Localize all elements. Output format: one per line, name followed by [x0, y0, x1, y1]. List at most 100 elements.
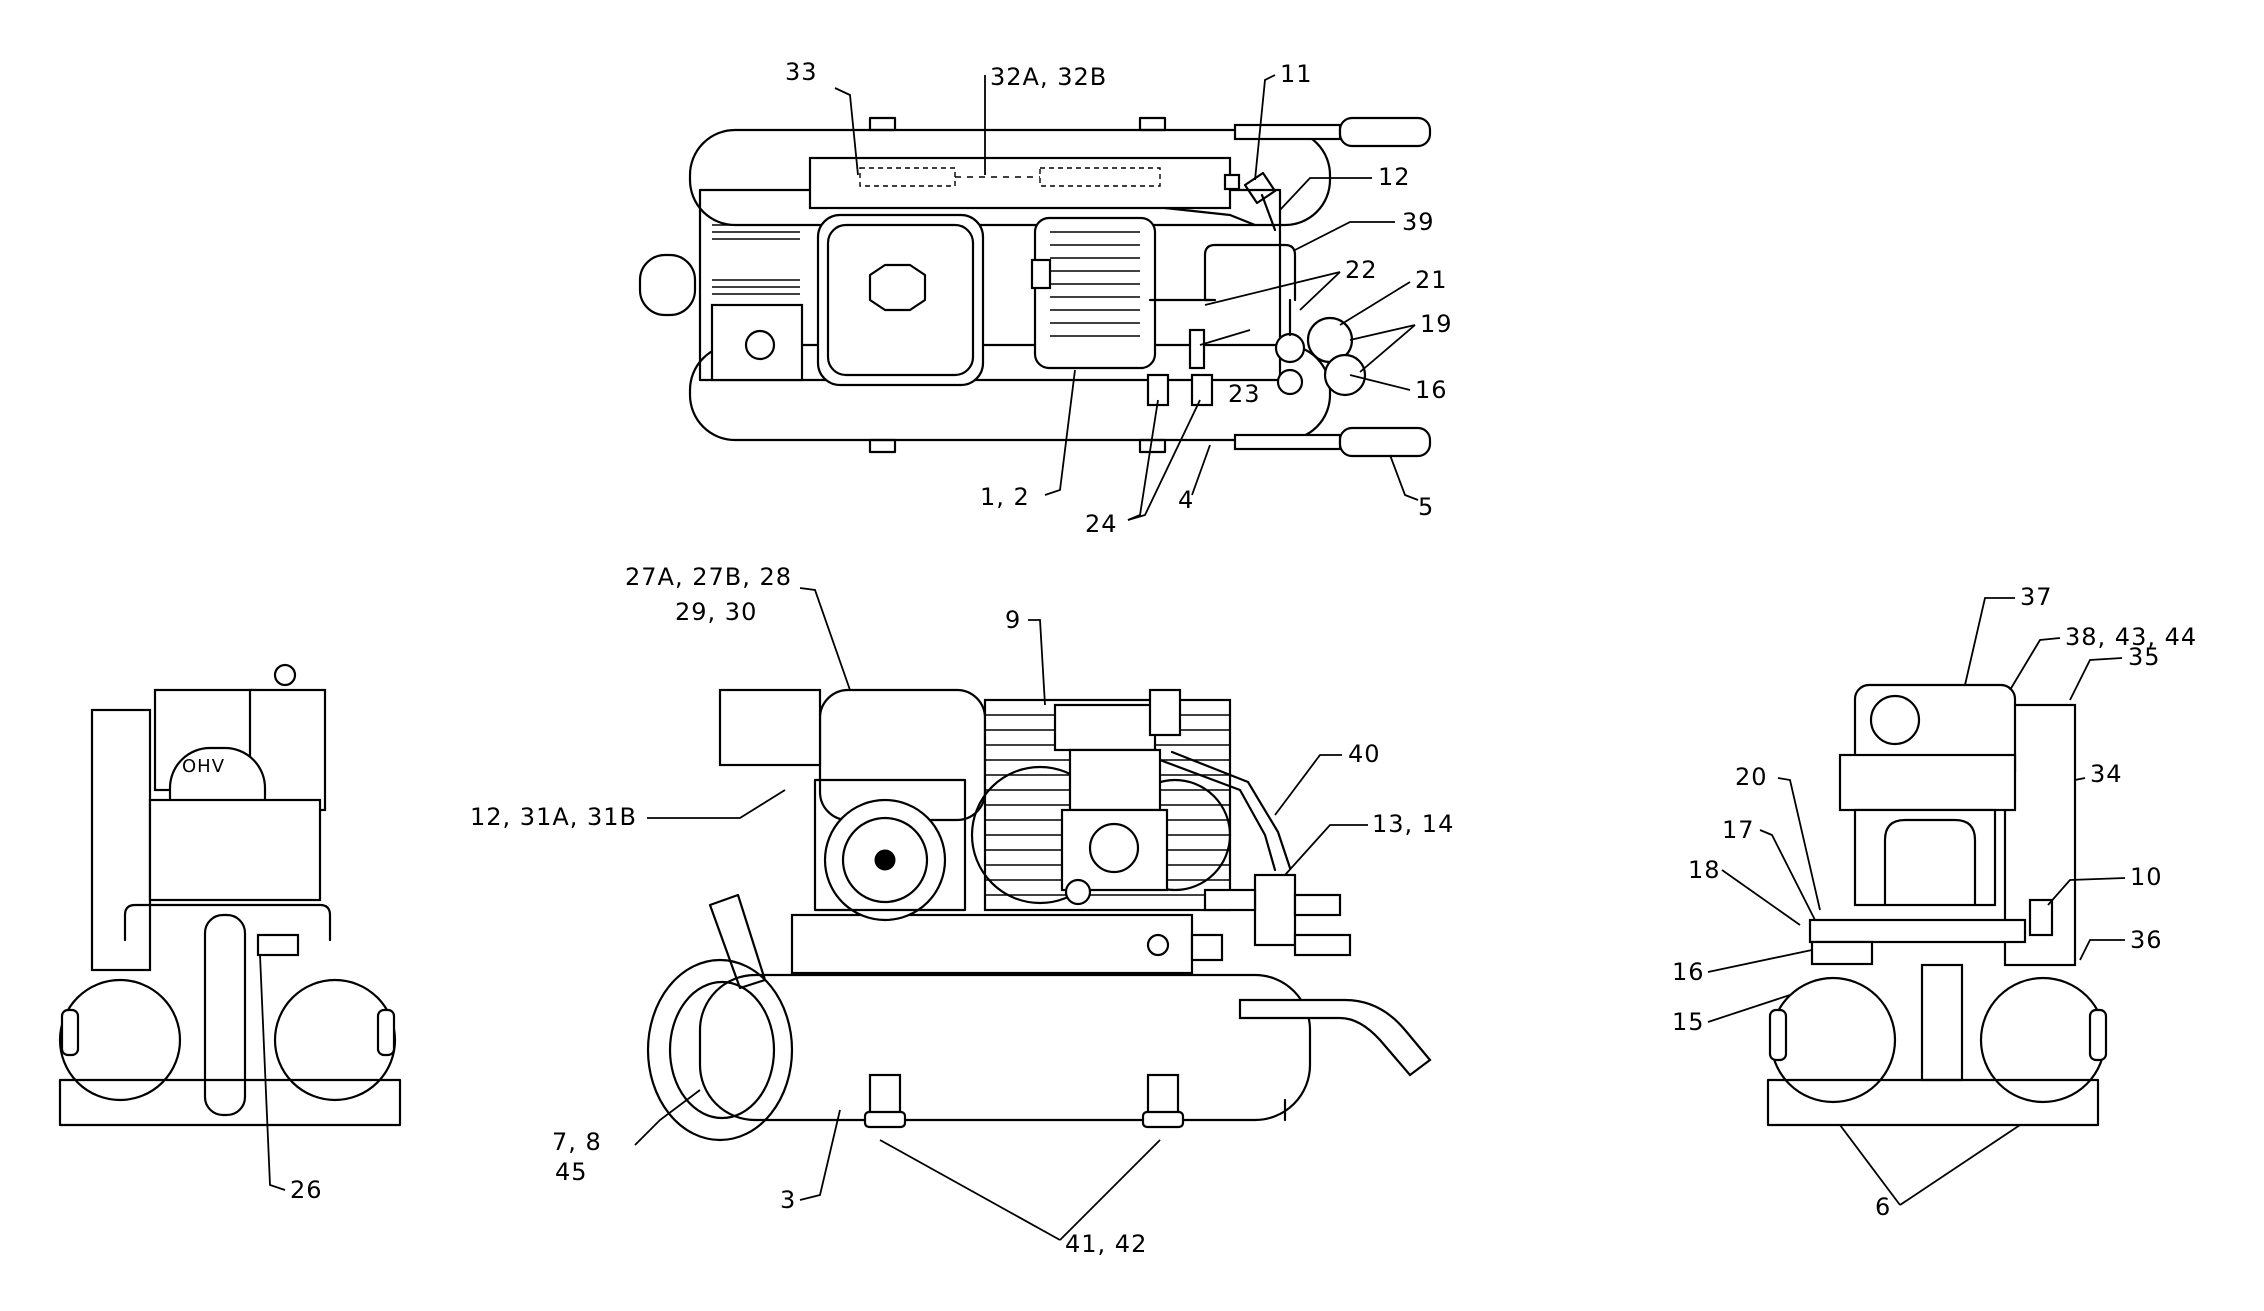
right-view-pump-arch [1883, 818, 1977, 907]
front-view-base-bolt [1146, 933, 1170, 957]
right-view-base [1766, 1078, 2100, 1127]
callout-23: 23 [1228, 380, 1261, 408]
callout-5: 5 [1418, 493, 1434, 521]
callout-3: 3 [780, 1186, 796, 1214]
top-foot-3 [868, 438, 897, 454]
right-view-manifold-bar [1808, 918, 2027, 944]
callout-41-42: 41, 42 [1065, 1230, 1147, 1258]
callout-33: 33 [785, 58, 818, 86]
front-view-pressure-switch [1190, 933, 1224, 962]
top-view-discharge-tube [1203, 243, 1297, 302]
front-view-manifold [1253, 873, 1297, 947]
left-view-pump [148, 798, 322, 902]
top-view-wheel [638, 253, 697, 317]
callout-21: 21 [1415, 266, 1448, 294]
front-view-hose-grip [708, 893, 767, 990]
front-view-discharge-tube-2 [1170, 750, 1292, 870]
left-view-handle-frame [123, 903, 332, 942]
front-view-outlet-lower [1293, 933, 1352, 957]
callout-27a-27b-28: 27A, 27B, 28 [625, 563, 792, 591]
top-view-engine [816, 213, 985, 387]
top-view-check-line [1163, 206, 1257, 227]
top-view-fitting-24-b [1190, 373, 1214, 407]
front-view-air-filter [718, 688, 822, 767]
callout-1-2: 1, 2 [980, 483, 1030, 511]
pump-intake [1030, 258, 1052, 290]
front-view-discharge-tube [1158, 758, 1277, 872]
callout-13-14: 13, 14 [1372, 810, 1454, 838]
front-view-pump-cylinder [1068, 748, 1162, 812]
callout-35: 35 [2128, 643, 2161, 671]
right-view-bumper-right [2088, 1008, 2108, 1062]
left-view-cap [273, 663, 297, 687]
callout-11: 11 [1280, 60, 1313, 88]
callout-7-8: 7, 8 [552, 1128, 602, 1156]
top-view-coupler [1276, 368, 1304, 396]
front-view-tank [698, 973, 1312, 1122]
top-view-cooling-fins [712, 224, 800, 295]
left-view-fitting-26 [256, 933, 300, 957]
top-foot-2 [1138, 116, 1167, 132]
leader-lines [259, 74, 2126, 1241]
callout-12-top: 12 [1378, 163, 1411, 191]
top-view-pump-head [1033, 216, 1157, 370]
pump-head-fins [1050, 231, 1140, 337]
callout-15: 15 [1672, 1008, 1705, 1036]
top-view-handle-grip-lower [1338, 426, 1432, 458]
callout-32a-32b: 32A, 32B [990, 63, 1107, 91]
front-view-handle [1238, 998, 1432, 1077]
top-view-engine-inner [826, 223, 975, 377]
top-view-belt-guard [808, 156, 1232, 210]
left-view-belt-guard [90, 708, 152, 972]
front-view [646, 688, 1432, 1142]
front-view-foot-pad-left [863, 1110, 907, 1129]
left-end-view [58, 663, 402, 1127]
front-view-hose-coil-inner [668, 980, 776, 1120]
top-foot-4 [1138, 438, 1167, 454]
front-view-pump-drain [1064, 878, 1092, 906]
callout-29-30: 29, 30 [675, 598, 757, 626]
front-view-pump-valve [1148, 688, 1182, 737]
top-view-handle-arm-lower [1233, 433, 1342, 451]
right-view-gauge-block [1810, 940, 1874, 966]
top-view-unloader [1260, 193, 1277, 232]
callout-9: 9 [1005, 606, 1021, 634]
top-view-handle-grip-upper [1338, 116, 1432, 148]
top-view-gauge-left [1274, 332, 1306, 364]
left-view-wheel [203, 913, 247, 1117]
callout-labels: 33 32A, 32B 11 12 39 22 21 19 16 23 1, 2… [182, 58, 2197, 1258]
top-view-check-valve [1243, 171, 1277, 205]
top-view-gauge-lower [1323, 353, 1367, 397]
front-view-engine-tank [818, 688, 987, 822]
callout-40: 40 [1348, 740, 1381, 768]
left-view-bumper-right [376, 1008, 396, 1057]
callout-16-right: 16 [1672, 958, 1705, 986]
top-foot-1 [868, 116, 897, 132]
callout-24: 24 [1085, 510, 1118, 538]
right-view-tank-right [1979, 976, 2107, 1104]
front-view-pump-crankcase [1060, 808, 1169, 892]
front-view-pump-head [1053, 703, 1157, 752]
right-view-fitting-10 [2028, 898, 2054, 937]
right-view-tank-left [1769, 976, 1897, 1104]
top-view-tank-lower [688, 343, 1332, 442]
left-view-base [58, 1078, 402, 1127]
callout-39: 39 [1402, 208, 1435, 236]
callout-6: 6 [1875, 1193, 1891, 1221]
top-view-recoil-knob [744, 329, 776, 361]
callout-12-31a-31b: 12, 31A, 31B [470, 803, 637, 831]
callout-38-43-44: 38, 43, 44 [2065, 623, 2197, 651]
callout-20: 20 [1735, 763, 1768, 791]
right-view-center-post [1920, 963, 1964, 1082]
front-view-base-plate [790, 913, 1194, 975]
callout-18: 18 [1688, 856, 1721, 884]
front-view-foot-pad-right [1141, 1110, 1185, 1129]
belt-guard-slot-right [1039, 167, 1161, 187]
callout-19: 19 [1420, 310, 1453, 338]
top-view-fitting-23 [1188, 328, 1206, 370]
callout-22: 22 [1345, 256, 1378, 284]
front-view-engine-block [813, 778, 967, 912]
top-view [638, 116, 1432, 458]
callout-10: 10 [2130, 863, 2163, 891]
top-view-fitting-11 [1223, 173, 1241, 191]
